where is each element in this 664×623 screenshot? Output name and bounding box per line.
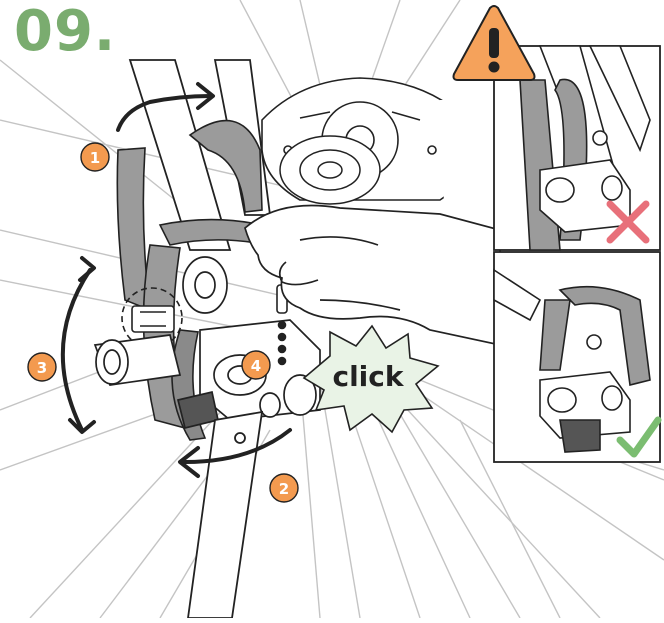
trailer-arm [188, 412, 262, 618]
inset-correct [494, 252, 660, 462]
step-number: 09. [14, 4, 116, 60]
callout-3: 3 [28, 353, 56, 381]
strap-buckle [132, 306, 174, 332]
svg-text:1: 1 [90, 149, 100, 167]
click-text: click [332, 360, 404, 393]
svg-text:2: 2 [279, 480, 289, 498]
rear-cassette [280, 136, 380, 204]
callout-2: 2 [270, 474, 298, 502]
callout-4: 4 [242, 351, 270, 379]
svg-text:3: 3 [37, 359, 47, 377]
svg-text:4: 4 [251, 357, 261, 375]
warning-triangle-icon [454, 6, 535, 80]
spoke-line [300, 380, 320, 618]
click-burst: click [304, 326, 438, 432]
callout-1: 1 [81, 143, 109, 171]
